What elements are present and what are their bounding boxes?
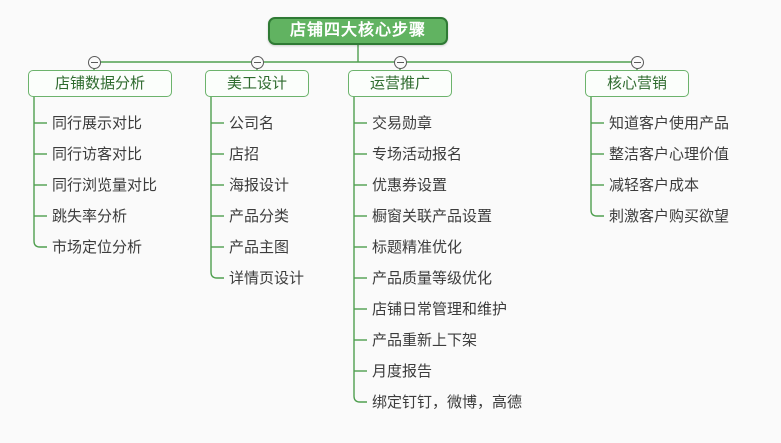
leaf-item[interactable]: 同行展示对比	[52, 113, 142, 134]
root-node-label: 店铺四大核心步骤	[289, 22, 426, 39]
leaf-item-label: 产品重新上下架	[372, 332, 478, 349]
branch-node-operation-promotion[interactable]: 运营推广	[348, 70, 452, 97]
leaf-item[interactable]: 交易勋章	[372, 113, 432, 134]
leaf-item[interactable]: 店铺日常管理和维护	[372, 299, 507, 320]
leaf-item-label: 跳失率分析	[52, 208, 128, 225]
leaf-item-label: 海报设计	[229, 177, 290, 194]
leaf-item-label: 店招	[229, 146, 260, 163]
branch-node-store-data-analysis[interactable]: 店铺数据分析	[28, 70, 172, 97]
branch-node-art-design[interactable]: 美工设计	[205, 70, 309, 97]
leaf-item-label: 详情页设计	[229, 270, 305, 287]
leaf-item-label: 刺激客户购买欲望	[609, 208, 730, 225]
leaf-item[interactable]: 产品主图	[229, 237, 289, 258]
leaf-item[interactable]: 橱窗关联产品设置	[372, 206, 492, 227]
leaf-item-label: 橱窗关联产品设置	[372, 208, 493, 225]
collapse-minus-icon[interactable]	[630, 55, 644, 69]
branch-node-label: 美工设计	[226, 75, 287, 92]
leaf-item[interactable]: 减轻客户成本	[609, 175, 699, 196]
leaf-item[interactable]: 同行访客对比	[52, 144, 142, 165]
leaf-item[interactable]: 产品质量等级优化	[372, 268, 492, 289]
leaf-item[interactable]: 同行浏览量对比	[52, 175, 157, 196]
collapse-minus-icon[interactable]	[250, 55, 264, 69]
leaf-item-label: 同行浏览量对比	[52, 177, 158, 194]
leaf-item-label: 产品质量等级优化	[372, 270, 493, 287]
leaf-item[interactable]: 刺激客户购买欲望	[609, 206, 729, 227]
leaf-item[interactable]: 标题精准优化	[372, 237, 462, 258]
leaf-item-label: 知道客户使用产品	[609, 115, 730, 132]
leaf-item[interactable]: 绑定钉钉，微博，高德	[372, 392, 522, 413]
leaf-item[interactable]: 产品分类	[229, 206, 289, 227]
branch-node-core-marketing[interactable]: 核心营销	[585, 70, 689, 97]
leaf-item[interactable]: 月度报告	[372, 361, 432, 382]
leaf-item[interactable]: 公司名	[229, 113, 274, 134]
leaf-item-label: 同行展示对比	[52, 115, 143, 132]
leaf-item-label: 整洁客户心理价值	[609, 146, 730, 163]
leaf-item-label: 减轻客户成本	[609, 177, 700, 194]
leaf-item-label: 优惠券设置	[372, 177, 448, 194]
leaf-item[interactable]: 详情页设计	[229, 268, 304, 289]
leaf-item-label: 产品主图	[229, 239, 290, 256]
branch-node-label: 运营推广	[369, 75, 430, 92]
leaf-item-label: 产品分类	[229, 208, 290, 225]
leaf-item[interactable]: 产品重新上下架	[372, 330, 477, 351]
branch-node-label: 核心营销	[606, 75, 667, 92]
leaf-item-label: 绑定钉钉，微博，高德	[372, 394, 523, 411]
leaf-item-label: 月度报告	[372, 363, 433, 380]
root-node[interactable]: 店铺四大核心步骤	[268, 17, 448, 45]
leaf-item[interactable]: 市场定位分析	[52, 237, 142, 258]
leaf-item[interactable]: 整洁客户心理价值	[609, 144, 729, 165]
leaf-item-label: 同行访客对比	[52, 146, 143, 163]
branch-node-label: 店铺数据分析	[54, 75, 145, 92]
leaf-item-label: 标题精准优化	[372, 239, 463, 256]
leaf-item-label: 公司名	[229, 115, 275, 132]
leaf-item-label: 市场定位分析	[52, 239, 143, 256]
collapse-minus-icon[interactable]	[87, 55, 101, 69]
leaf-item[interactable]: 优惠券设置	[372, 175, 447, 196]
leaf-item[interactable]: 海报设计	[229, 175, 289, 196]
leaf-item-label: 店铺日常管理和维护	[372, 301, 508, 318]
leaf-item[interactable]: 跳失率分析	[52, 206, 127, 227]
leaf-item-label: 交易勋章	[372, 115, 433, 132]
leaf-item[interactable]: 知道客户使用产品	[609, 113, 729, 134]
leaf-item-label: 专场活动报名	[372, 146, 463, 163]
leaf-item[interactable]: 专场活动报名	[372, 144, 462, 165]
collapse-minus-icon[interactable]	[393, 55, 407, 69]
leaf-item[interactable]: 店招	[229, 144, 259, 165]
